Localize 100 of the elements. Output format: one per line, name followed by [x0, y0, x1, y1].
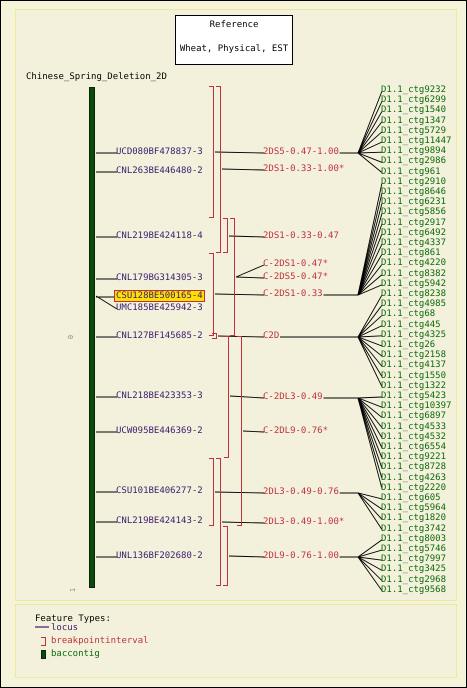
- contig-label: D1.1_ctg2910: [381, 176, 446, 187]
- legend-label: baccontig: [51, 649, 100, 659]
- leader-line: [96, 396, 118, 398]
- leader-line: [96, 296, 116, 298]
- interval-label: 2DS5-0.47-1.00: [263, 147, 339, 157]
- contig-label: D1.1_ctg9568: [381, 584, 446, 595]
- contig-label: D1.1_ctg2158: [381, 350, 446, 360]
- contig-label: D1.1_ctg3742: [381, 524, 446, 534]
- locus-label: CNL179BG314305-3: [116, 273, 203, 283]
- contig-label: D1.1_ctg6492: [381, 228, 446, 238]
- contig-label: D1.1_ctg4263: [381, 472, 446, 483]
- contig-label: D1.1_ctg5964: [381, 503, 446, 514]
- leader-line: [242, 430, 264, 432]
- contig-label: D1.1_ctg7997: [381, 554, 446, 564]
- interval-label: C2D: [263, 331, 280, 341]
- interval-label: C-2DL9-0.76*: [263, 426, 328, 436]
- interval-bracket: [209, 253, 214, 336]
- legend-heading: Feature Types:: [35, 614, 111, 624]
- interval-bracket: [223, 526, 228, 586]
- box-subtitle: Wheat, Physical, EST: [178, 44, 290, 54]
- contig-label: D1.1_ctg1820: [381, 513, 446, 524]
- contig-label: D1.1_ctg9232: [381, 85, 446, 95]
- interval-label: C-2DS1-0.33: [263, 289, 323, 299]
- contig-bar: [89, 87, 95, 588]
- interval-bracket: [212, 333, 217, 339]
- fan-line: [323, 284, 382, 296]
- contig-label: D1.1_ctg5729: [381, 126, 446, 136]
- contig-label: D1.1_ctg2220: [381, 482, 446, 493]
- contig-label: D1.1_ctg9894: [381, 146, 446, 156]
- fan-line: [339, 152, 382, 174]
- contig-label: D1.1_ctg1550: [381, 370, 446, 381]
- contig-label: D1.1_ctg26: [381, 340, 436, 350]
- interval-label: 2DS1-0.33-1.00*: [263, 164, 344, 174]
- contig-label: D1.1_ctg8238: [381, 289, 446, 299]
- contig-label: D1.1_ctg4337: [381, 238, 446, 248]
- contig-label: D1.1_ctg8728: [381, 462, 446, 472]
- legend-label: breakpointinterval: [51, 636, 149, 646]
- contig-label: D1.1_ctg8003: [381, 534, 446, 544]
- leader-line: [214, 492, 264, 494]
- contig-label: D1.1_ctg5856: [381, 207, 446, 218]
- leader-line: [96, 556, 118, 558]
- locus-label: UCD080BF478837-3: [116, 147, 203, 157]
- interval-bracket: [223, 218, 228, 253]
- interval-bracket: [230, 218, 235, 336]
- locus-label: UCW095BE446369-2: [116, 426, 203, 436]
- leader-line: [214, 152, 264, 154]
- contig-label: D1.1_ctg1322: [381, 380, 446, 391]
- locus-label: CNL263BE446480-2: [116, 166, 203, 176]
- leader-line: [228, 556, 264, 558]
- leader-line: [96, 296, 118, 310]
- leader-line: [96, 278, 118, 280]
- contig-label: D1.1_ctg4532: [381, 432, 446, 442]
- contig-label: D1.1_ctg6231: [381, 197, 446, 208]
- contig-label: D1.1_ctg5423: [381, 391, 446, 401]
- interval-label: 2DL3-0.49-0.76: [263, 487, 339, 497]
- interval-label: C-2DL3-0.49: [263, 392, 323, 402]
- highlighted-locus-label: CSU128BE500165-4: [114, 290, 205, 302]
- interval-label: 2DS1-0.33-0.47: [263, 231, 339, 241]
- contig-label: D1.1_ctg5746: [381, 544, 446, 554]
- contig-label: D1.1_ctg8382: [381, 268, 446, 279]
- contig-label: D1.1_ctg1347: [381, 116, 446, 126]
- locus-label: CSU101BE406277-2: [116, 486, 203, 496]
- interval-bracket: [209, 86, 214, 218]
- leader-line: [214, 294, 264, 296]
- interval-label: 2DL3-0.49-1.00*: [263, 517, 344, 527]
- contig-label: D1.1_ctg4533: [381, 422, 446, 432]
- contig-label: D1.1_ctg68: [381, 309, 436, 320]
- contig-label: D1.1_ctg861: [381, 248, 441, 258]
- legend-label: locus: [51, 623, 78, 633]
- fan-line: [339, 556, 382, 592]
- contig-label: D1.1_ctg11447: [381, 136, 452, 146]
- leader-line: [236, 276, 264, 278]
- contig-label: D1.1_ctg2968: [381, 574, 446, 585]
- contig-label: D1.1_ctg2986: [381, 156, 446, 166]
- leader-line: [236, 264, 264, 278]
- interval-label: C-2DS1-0.47*: [263, 259, 328, 269]
- contig-label: D1.1_ctg1540: [381, 105, 446, 116]
- locus-label: CNL218BE423353-3: [116, 391, 203, 401]
- contig-label: D1.1_ctg6554: [381, 442, 446, 452]
- contig-label: D1.1_ctg4985: [381, 299, 446, 310]
- leader-line: [222, 168, 264, 170]
- contig-label: D1.1_ctg9221: [381, 452, 446, 462]
- contig-label: D1.1_ctg10397: [381, 401, 452, 412]
- contig-label: D1.1_ctg2917: [381, 218, 446, 228]
- contig-label: D1.1_ctg961: [381, 166, 441, 177]
- locus-label: UNL136BF202680-2: [116, 551, 203, 561]
- contig-label: D1.1_ctg4137: [381, 360, 446, 370]
- interval-bracket: [237, 336, 242, 526]
- reference-box: [175, 15, 293, 65]
- contig-label: D1.1_ctg6897: [381, 411, 446, 422]
- interval-label: 2DL9-0.76-1.00: [263, 551, 339, 561]
- contig-label: D1.1_ctg605: [381, 493, 441, 503]
- interval-bracket: [216, 458, 221, 586]
- locus-label: CNL219BE424143-2: [116, 516, 203, 526]
- fan-line: [339, 492, 382, 530]
- leader-line: [218, 336, 264, 338]
- contig-label: D1.1_ctg445: [381, 320, 441, 330]
- fan-line: [280, 336, 382, 388]
- interval-label: C-2DS5-0.47*: [263, 272, 328, 282]
- locus-label: CNL219BE424118-4: [116, 231, 203, 241]
